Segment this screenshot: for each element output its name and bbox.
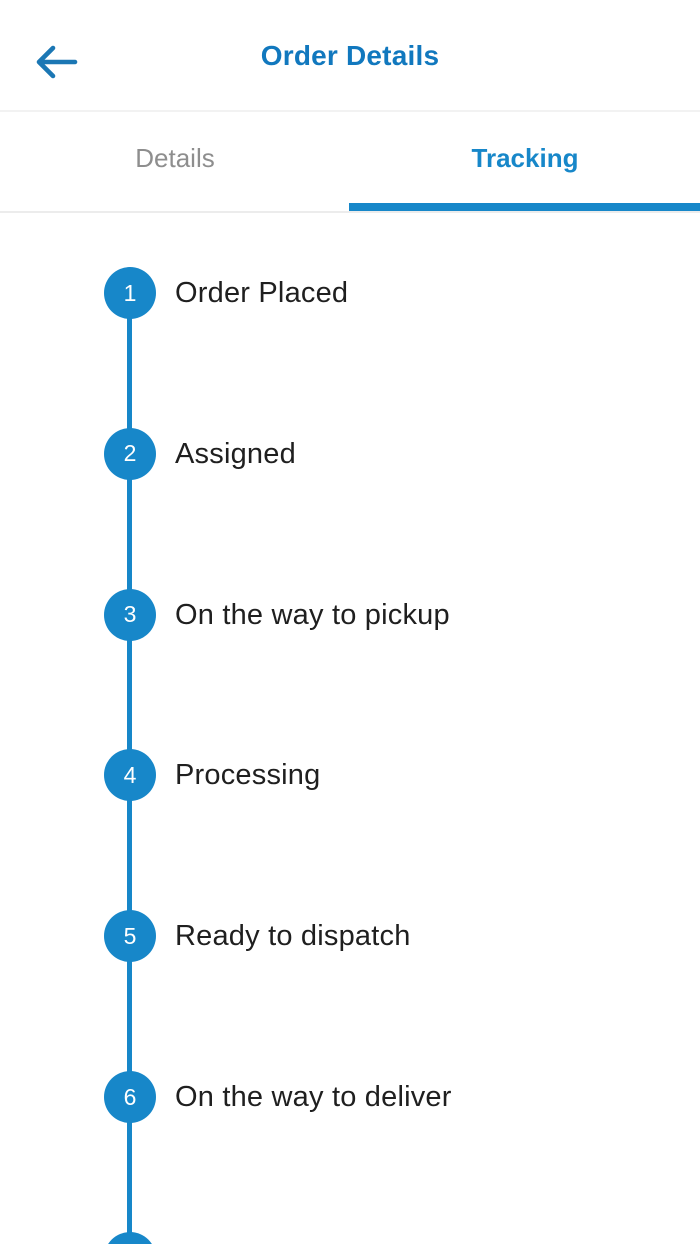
step-number-circle: 2	[104, 427, 156, 480]
step-number-circle: 3	[104, 588, 156, 641]
step-number: 2	[123, 440, 137, 467]
page-title: Order Details	[260, 40, 440, 71]
step-label: On the way to pickup	[175, 598, 450, 631]
timeline-step: 2 Assigned	[0, 427, 700, 480]
step-number-circle: 5	[104, 910, 156, 963]
step-number: 4	[123, 761, 137, 788]
timeline-step: 3 On the way to pickup	[0, 588, 700, 641]
back-button[interactable]	[28, 36, 84, 88]
step-label: Order Placed	[175, 277, 349, 309]
step-number: 5	[123, 922, 137, 949]
tab-bar-divider	[0, 211, 700, 213]
timeline-step: 4 Processing	[0, 749, 700, 802]
step-number: 1	[123, 279, 137, 306]
arrow-left-icon	[36, 45, 78, 79]
step-label: Assigned	[175, 437, 296, 470]
step-label: Processing	[175, 759, 321, 792]
tracking-timeline: 1 Order Placed 2 Assigned 3 On the way t…	[0, 213, 700, 1244]
step-label: On the way to deliver	[175, 1081, 452, 1113]
active-tab-indicator	[349, 203, 700, 211]
tab-tracking[interactable]: Tracking	[350, 114, 700, 213]
step-number-circle: 4	[104, 749, 156, 802]
tab-details[interactable]: Details	[0, 114, 350, 213]
step-number-circle: 6	[104, 1071, 156, 1123]
step-number-circle: 1	[104, 267, 156, 319]
timeline-step: 6 On the way to deliver	[0, 1071, 700, 1123]
step-label: Ready to dispatch	[175, 920, 411, 953]
timeline-step: 5 Ready to dispatch	[0, 910, 700, 963]
step-number: 3	[123, 601, 137, 628]
tab-details-label: Details	[135, 143, 215, 173]
timeline-step: 1 Order Placed	[0, 267, 700, 319]
step-number: 6	[123, 1083, 137, 1110]
timeline-next-step-circle-partial	[104, 1232, 156, 1244]
tab-bar: Details Tracking	[0, 114, 700, 213]
tab-tracking-label: Tracking	[471, 143, 579, 173]
header: Order Details	[0, 0, 700, 112]
